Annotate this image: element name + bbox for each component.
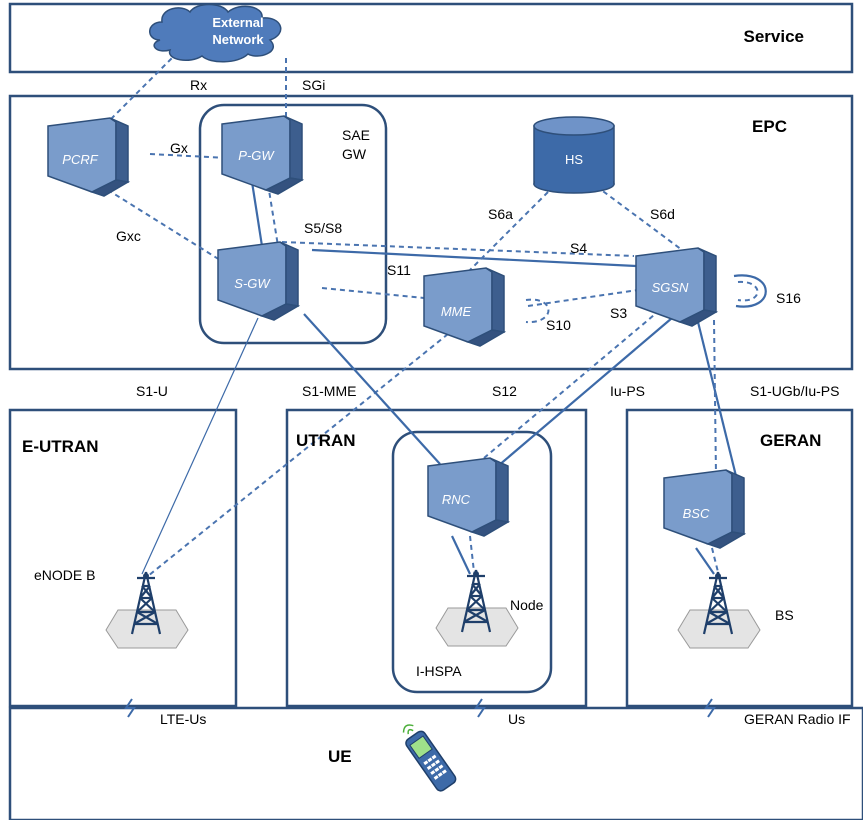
ue-domain-title: UE	[328, 747, 352, 766]
hss-label: HS	[565, 152, 583, 167]
gx-link	[149, 153, 229, 159]
rx-label: Rx	[190, 77, 207, 93]
iu-ps-control-link	[483, 309, 661, 459]
rnc-node-control-link	[469, 535, 475, 573]
pgw-label: P-GW	[238, 148, 275, 163]
hss-cylinder	[533, 116, 615, 194]
utran-domain-frame	[285, 408, 588, 708]
s4-link	[311, 248, 637, 268]
mobile-phone-icon	[402, 724, 457, 792]
s3-label: S3	[610, 305, 627, 321]
s12-label: S12	[492, 383, 517, 399]
s1-u-link	[141, 317, 259, 575]
external-network-label-line1: External	[212, 15, 263, 30]
sgi-label: SGi	[302, 77, 325, 93]
s6a-link	[469, 191, 549, 271]
s5-s8-control-link	[267, 183, 279, 247]
s10-label: S10	[546, 317, 571, 333]
external-network-label-line2: Network	[212, 32, 264, 47]
s1-mme-label: S1-MME	[302, 383, 356, 399]
s6a-label: S6a	[488, 206, 513, 222]
lte-us-label: LTE-Us	[160, 711, 206, 727]
mme-label: MME	[441, 304, 472, 319]
geran-domain-title: GERAN	[760, 431, 821, 450]
s1-ugb-control-link	[713, 319, 717, 477]
s1-mme-link	[147, 333, 449, 577]
bsc-bs-link	[695, 547, 715, 575]
rnc-node-link	[451, 535, 471, 575]
s4-control-link	[281, 241, 635, 257]
pcrf-label: PCRF	[62, 152, 98, 167]
s1-u-label: S1-U	[136, 383, 168, 399]
iu-ps-label: Iu-PS	[610, 383, 645, 399]
external-network-cloud	[149, 3, 282, 63]
gx-label: Gx	[170, 140, 188, 156]
enodeb-label: eNODE B	[34, 567, 95, 583]
s5-s8-label: S5/S8	[304, 220, 342, 236]
s11-link	[321, 287, 425, 299]
bsc-label: BSC	[683, 506, 710, 521]
s4-label: S4	[570, 240, 587, 256]
s11-label: S11	[387, 262, 411, 278]
iu-ps-link	[497, 317, 673, 467]
node-label: Node	[510, 597, 544, 613]
sae-gw-group	[198, 103, 388, 345]
geran-radio-label: GERAN Radio IF	[744, 711, 851, 727]
us-label: Us	[508, 711, 525, 727]
sae-label-line1: SAE	[342, 127, 370, 143]
utran-domain-title: UTRAN	[296, 431, 356, 450]
s6d-label: S6d	[650, 206, 675, 222]
service-domain-frame	[8, 2, 854, 74]
s12-link	[303, 313, 441, 465]
i-hspa-label: I-HSPA	[416, 663, 462, 679]
rnc-label: RNC	[442, 492, 471, 507]
s16-loop-solid	[733, 274, 767, 308]
gxc-label: Gxc	[116, 228, 141, 244]
s1-ugb-link	[696, 321, 738, 477]
service-domain-title: Service	[744, 27, 805, 46]
bs-label: BS	[775, 607, 794, 623]
i-hspa-group	[391, 430, 553, 694]
sae-label-line2: GW	[342, 146, 367, 162]
epc-domain-title: EPC	[752, 117, 787, 136]
bsc-bs-control-link	[711, 547, 719, 573]
sgw-label: S-GW	[234, 276, 271, 291]
s5-s8-link	[250, 181, 264, 247]
s1-ugb-label: S1-UGb/Iu-PS	[750, 383, 839, 399]
geran-domain-frame	[625, 408, 854, 708]
eutran-domain-frame	[8, 408, 238, 708]
sgsn-label: SGSN	[652, 280, 689, 295]
eutran-domain-title: E-UTRAN	[22, 437, 99, 456]
s10-loop	[525, 298, 550, 324]
s16-label: S16	[776, 290, 801, 306]
